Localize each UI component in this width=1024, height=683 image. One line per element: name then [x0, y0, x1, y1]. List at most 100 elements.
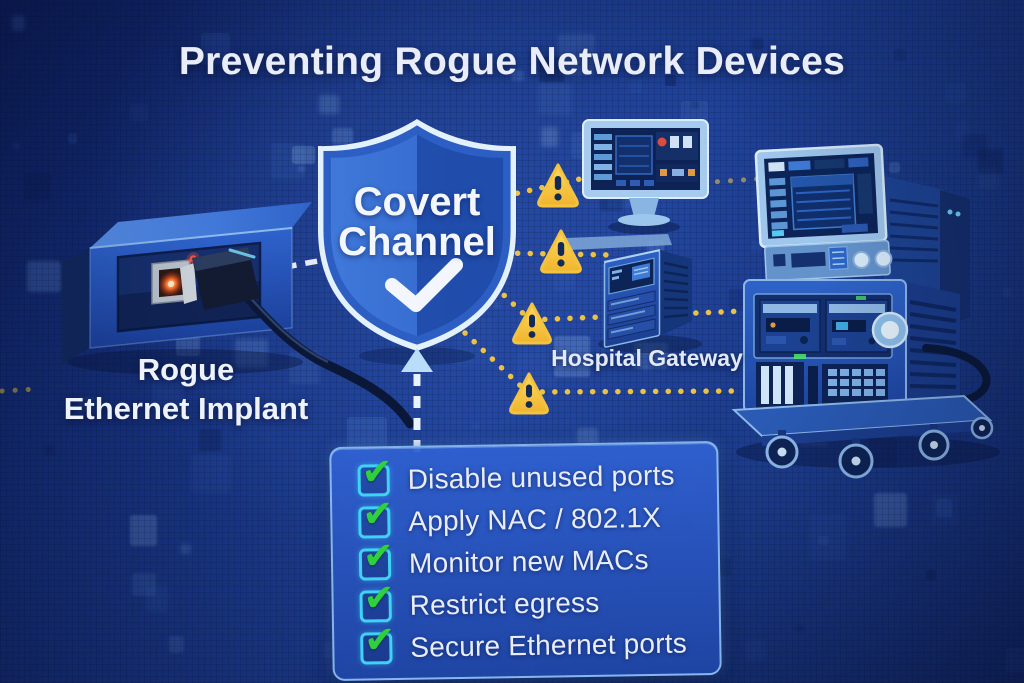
pixel-square-dark	[44, 445, 54, 455]
pixel-square-dark	[894, 49, 906, 61]
pixel-square	[152, 380, 184, 413]
pixel-square	[235, 339, 268, 367]
pixel-square	[130, 104, 148, 121]
pixel-square-dark	[199, 429, 221, 451]
pixel-square	[538, 83, 572, 115]
cart-wheels	[765, 416, 994, 479]
page-title: Preventing Rogue Network Devices	[178, 40, 846, 83]
shield-checkmark-icon	[385, 258, 463, 312]
pixel-square	[936, 499, 952, 517]
checklist-item: ✔ Monitor new MACs	[358, 535, 699, 583]
pixel-square	[77, 397, 96, 414]
pixel-square	[130, 515, 157, 546]
pixel-square	[132, 573, 156, 596]
warning-icon	[537, 163, 579, 208]
pixel-square	[201, 33, 230, 65]
pixel-square	[553, 269, 575, 291]
pixel-square	[809, 514, 846, 560]
implant-cable	[241, 291, 415, 429]
pixel-square	[874, 493, 907, 527]
pixel-square-dark	[963, 134, 987, 158]
pixel-square	[541, 127, 558, 147]
pixel-square	[319, 95, 339, 114]
pixel-square	[169, 636, 184, 653]
pixel-square	[955, 122, 969, 140]
pixel-square	[978, 167, 998, 189]
shield-label: Covert Channel	[307, 182, 527, 262]
implant-label-line1: Rogue	[137, 352, 235, 387]
cart-module-left	[759, 299, 821, 353]
pixel-square	[191, 455, 231, 493]
gateway-server-icon	[598, 249, 702, 353]
pixel-square	[818, 536, 829, 545]
pixel-square	[751, 241, 763, 252]
check-icon: ✔	[362, 535, 395, 577]
check-icon: ✔	[361, 493, 394, 535]
pixel-square	[176, 336, 200, 356]
pixel-square-dark	[665, 75, 676, 86]
implant-label-line2: Ethernet Implant	[63, 391, 309, 426]
pixel-square-dark	[978, 149, 1003, 174]
pixel-square-dark	[539, 57, 564, 82]
pixel-square	[356, 72, 372, 90]
pixel-square-dark	[691, 101, 699, 109]
pixel-square-dark	[926, 570, 936, 580]
pixel-square-dark	[24, 173, 51, 200]
arrow-up-head	[401, 348, 433, 372]
pixel-square	[889, 162, 900, 173]
pixel-square	[511, 70, 524, 81]
medical-cart-icon	[731, 143, 1000, 479]
pixel-square	[1006, 648, 1024, 672]
implant-label: Rogue Ethernet Implant	[30, 350, 342, 428]
warning-icon	[512, 302, 552, 345]
shield-label-line2: Channel	[338, 220, 496, 264]
checklist-item-label: Disable unused ports	[407, 459, 675, 495]
pixel-square	[27, 261, 61, 292]
gateway-label: Hospital Gateway	[551, 345, 743, 371]
pixel-square	[473, 423, 478, 429]
pixel-square-dark	[796, 625, 803, 632]
pixel-square	[298, 166, 305, 172]
pixel-square	[554, 336, 590, 377]
dotted-line-to-gateway	[502, 250, 615, 258]
pixel-square	[271, 143, 305, 179]
checklist-item-label: Restrict egress	[409, 586, 600, 621]
check-icon: ✔	[363, 619, 396, 661]
checklist-item: ✔ Secure Ethernet ports	[360, 619, 700, 667]
pixel-square	[292, 146, 315, 164]
pixel-square	[745, 640, 766, 661]
pixel-square	[577, 428, 598, 446]
warning-icon	[540, 229, 582, 274]
pixel-square	[68, 133, 77, 144]
shield-icon	[318, 119, 516, 365]
checklist-panel: ✔ Disable unused ports ✔ Apply NAC / 802…	[329, 440, 722, 682]
pixel-square	[146, 585, 168, 612]
checkbox-icon: ✔	[357, 451, 393, 497]
pixel-square	[945, 83, 966, 103]
checklist-item: ✔ Apply NAC / 802.1X	[358, 493, 698, 541]
check-icon: ✔	[361, 451, 393, 493]
cart-monitor	[754, 143, 893, 282]
rogue-implant-illustration	[62, 202, 415, 429]
checkbox-icon: ✔	[360, 619, 396, 665]
pixel-square	[1003, 288, 1011, 297]
checklist-item-label: Apply NAC / 802.1X	[408, 501, 662, 537]
pixel-square	[12, 15, 25, 31]
checklist-item-label: Secure Ethernet ports	[410, 627, 688, 663]
pixel-square-dark	[751, 38, 763, 50]
pixel-square	[332, 128, 353, 144]
checkbox-icon: ✔	[359, 577, 395, 623]
ethernet-plug	[180, 247, 260, 310]
pixel-square	[629, 79, 642, 93]
check-icon: ✔	[363, 577, 395, 619]
checkbox-icon: ✔	[358, 535, 394, 581]
dashed-arrow-up	[401, 348, 433, 452]
workstation-monitor-icon	[566, 119, 709, 250]
checklist-item: ✔ Restrict egress	[359, 577, 699, 625]
pixel-square	[14, 144, 19, 148]
shield-label-line1: Covert	[353, 180, 481, 224]
warning-icons	[509, 163, 582, 415]
pixel-square	[634, 343, 668, 369]
checklist-item: ✔ Disable unused ports	[357, 451, 697, 499]
